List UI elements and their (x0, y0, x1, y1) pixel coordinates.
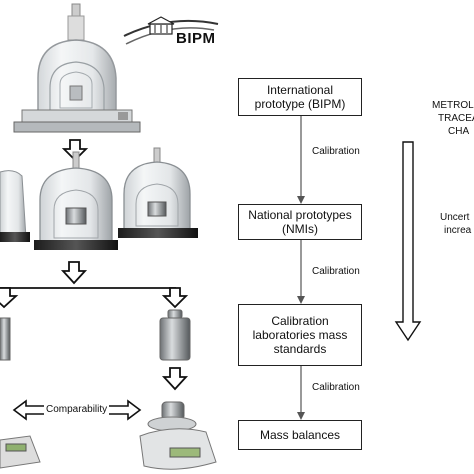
comparability-label: Comparability (44, 404, 110, 416)
bipm-logo (123, 16, 219, 45)
mass-standard-weights (0, 309, 191, 361)
mass-balances-image (0, 401, 217, 470)
down-arrow-icon (161, 367, 189, 391)
arrow-label-calibration-3: Calibration (312, 382, 360, 393)
down-arrow-icon (61, 139, 89, 162)
flow-box-mass-balances: Mass balances (238, 420, 362, 450)
logo-text: BIPM (176, 30, 216, 47)
arrow-label-calibration-2: Calibration (312, 266, 360, 277)
flow-box-label: Calibration laboratories mass standards (252, 314, 348, 356)
flow-box-national-prototypes: National prototypes (NMIs) (238, 204, 362, 240)
flow-arrows (297, 116, 305, 420)
flow-box-calibration-laboratories: Calibration laboratories mass standards (238, 304, 362, 366)
flow-box-label: National prototypes (NMIs) (248, 208, 352, 236)
split-connector (0, 287, 189, 309)
flow-box-international-prototype: International prototype (BIPM) (238, 78, 362, 116)
flow-box-label: Mass balances (259, 428, 341, 442)
arrow-label-calibration-1: Calibration (312, 146, 360, 157)
side-text-traceability: TRACEA (438, 113, 474, 124)
national-prototype-jars (0, 147, 198, 250)
side-text-uncertainty: Uncert (440, 212, 470, 223)
side-text-increases: increa (444, 225, 472, 236)
international-prototype-bell-jar (13, 3, 141, 133)
uncertainty-arrow-icon (394, 141, 422, 342)
down-arrow-icon (60, 261, 88, 285)
side-text-chain: CHA (448, 126, 470, 137)
side-text-metrological: METROL (432, 100, 474, 111)
flow-box-label: International prototype (BIPM) (254, 83, 346, 111)
